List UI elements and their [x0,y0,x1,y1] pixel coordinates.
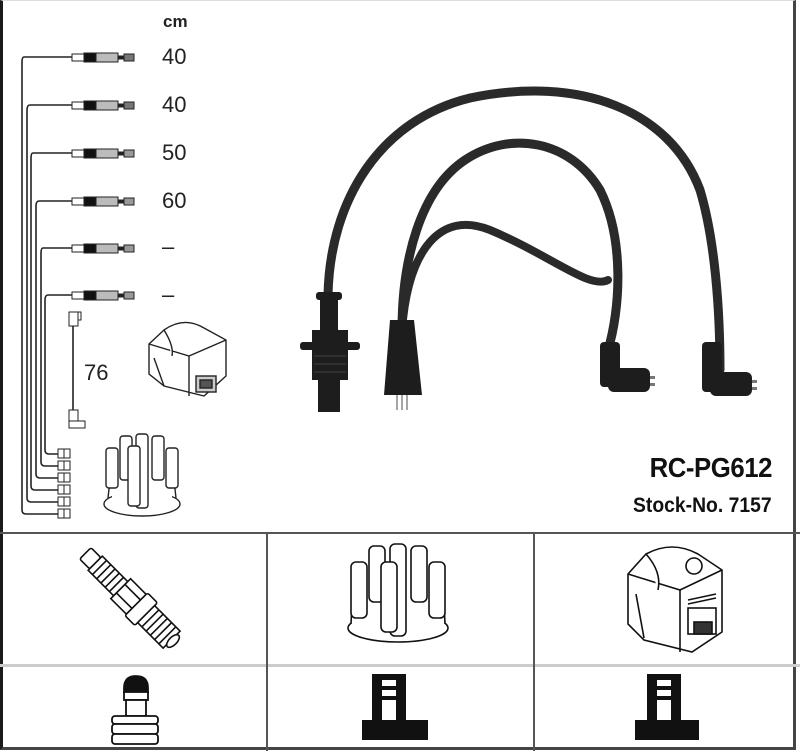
grid-divider-left [266,533,268,751]
ignition-coil-icon [627,546,723,653]
lead-length-6: – [162,282,175,307]
unit-label: cm [163,12,188,31]
coil-lead-length: 76 [84,360,109,385]
lead-length-2: 40 [162,92,187,117]
grid-divider-top [0,532,800,534]
grid-divider-middle [0,664,800,667]
lead-length-1: 40 [162,44,187,69]
coil-terminal-icon [635,674,699,740]
spark-plug-icon [79,547,182,650]
part-number: RC-PG612 [649,452,773,483]
distributor-terminal-icon [362,674,428,740]
spark-plug-terminal-icon [111,675,159,745]
stock-number: Stock-No. 7157 [633,494,772,517]
ignition-coil-small-icon [148,321,227,397]
lead-length-4: 60 [162,188,187,213]
distributor-cap-small-icon [103,433,181,517]
lead-length-3: 50 [162,140,187,165]
lead-length-5: – [162,234,175,259]
distributor-cap-icon [347,543,449,643]
grid-divider-right [533,533,535,751]
lead-wiring-icon [21,52,135,519]
ignition-cable-set-image [300,86,757,412]
